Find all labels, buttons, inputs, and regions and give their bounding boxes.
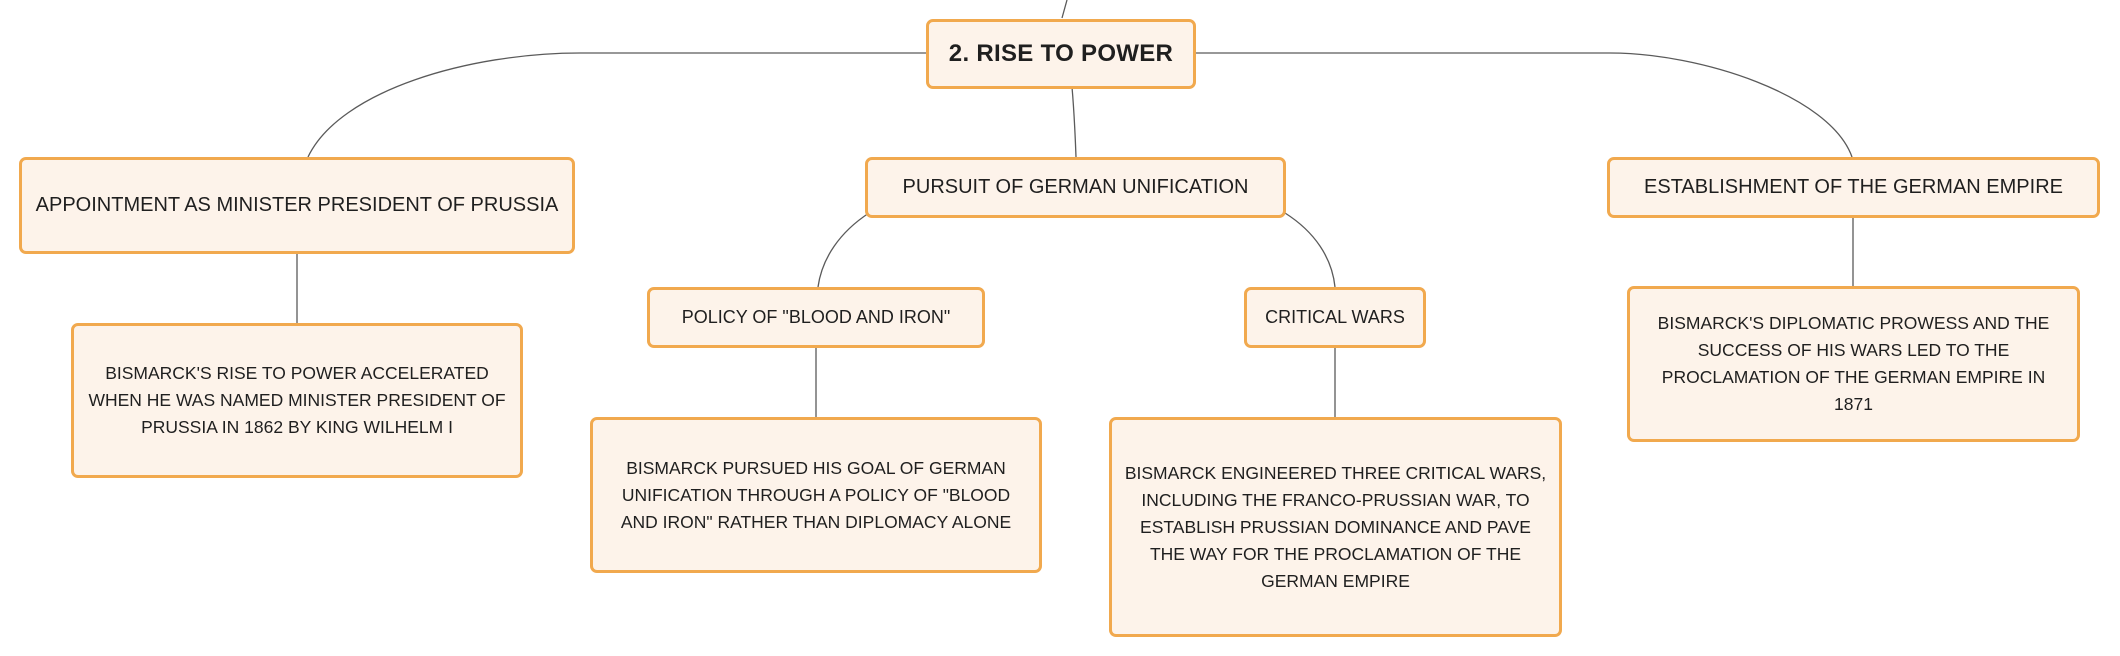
detail-node-appointment[interactable]: BISMARCK'S RISE TO POWER ACCELERATED WHE…: [71, 323, 523, 478]
detail-node-critical-wars[interactable]: BISMARCK ENGINEERED THREE CRITICAL WARS,…: [1109, 417, 1562, 637]
branch-node-empire[interactable]: ESTABLISHMENT OF THE GERMAN EMPIRE: [1607, 157, 2100, 218]
detail-node-blood-iron[interactable]: BISMARCK PURSUED HIS GOAL OF GERMAN UNIF…: [590, 417, 1042, 573]
subbranch-node-label: POLICY OF "BLOOD AND IRON": [681, 307, 951, 327]
subbranch-node-blood-iron[interactable]: POLICY OF "BLOOD AND IRON": [647, 287, 985, 348]
root-node-label: 2. RISE TO POWER: [948, 40, 1174, 67]
connector-root-to-unification: [1071, 86, 1077, 158]
connector-parent-to-root: [1061, 0, 1068, 19]
branch-node-label: ESTABLISHMENT OF THE GERMAN EMPIRE: [1644, 176, 2063, 198]
subbranch-node-critical-wars[interactable]: CRITICAL WARS: [1244, 287, 1426, 348]
root-node[interactable]: 2. RISE TO POWER: [926, 19, 1196, 89]
connector-unification-to-blood-iron: [817, 212, 870, 288]
connector-root-to-empire: [1194, 52, 1853, 158]
branch-node-label: APPOINTMENT AS MINISTER PRESIDENT OF PRU…: [35, 194, 559, 216]
detail-node-text: BISMARCK'S RISE TO POWER ACCELERATED WHE…: [88, 363, 506, 437]
branch-node-unification[interactable]: PURSUIT OF GERMAN UNIFICATION: [865, 157, 1286, 218]
detail-node-text: BISMARCK PURSUED HIS GOAL OF GERMAN UNIF…: [620, 457, 1012, 532]
detail-node-empire[interactable]: BISMARCK'S DIPLOMATIC PROWESS AND THE SU…: [1627, 286, 2080, 442]
connector-root-to-appointment: [307, 52, 928, 158]
branch-node-appointment[interactable]: APPOINTMENT AS MINISTER PRESIDENT OF PRU…: [19, 157, 575, 254]
subbranch-node-label: CRITICAL WARS: [1265, 307, 1405, 327]
detail-node-text: BISMARCK'S DIPLOMATIC PROWESS AND THE SU…: [1657, 313, 2050, 414]
branch-node-label: PURSUIT OF GERMAN UNIFICATION: [902, 176, 1249, 198]
detail-node-text: BISMARCK ENGINEERED THREE CRITICAL WARS,…: [1124, 462, 1547, 591]
connector-unification-to-critical-wars: [1284, 212, 1336, 288]
